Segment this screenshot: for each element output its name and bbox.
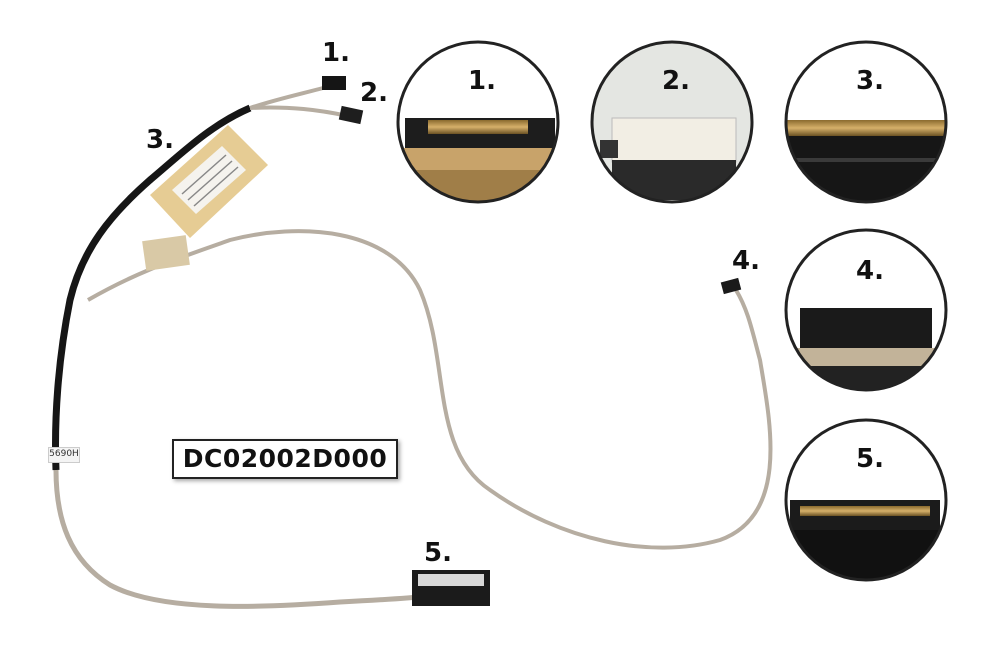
detail-callout-5: 5. bbox=[856, 444, 884, 474]
cable-sticker-code: 5690H bbox=[48, 447, 80, 463]
part-number-label: DC02002D000 bbox=[172, 439, 398, 479]
detail-callout-3: 3. bbox=[856, 66, 884, 96]
black-cable-sleeve bbox=[52, 104, 252, 471]
cable-label-sticker bbox=[150, 125, 268, 238]
connector-1 bbox=[322, 76, 346, 90]
connector-5 bbox=[412, 570, 490, 606]
detail-circle-4 bbox=[784, 228, 948, 392]
cable-callout-4: 4. bbox=[732, 246, 760, 276]
detail-circle-1 bbox=[396, 40, 560, 204]
detail-circle-5 bbox=[784, 418, 948, 582]
detail-callout-1: 1. bbox=[468, 66, 496, 96]
grey-branch-2 bbox=[249, 105, 349, 118]
connector-2 bbox=[338, 105, 364, 125]
cable-callout-3: 3. bbox=[146, 125, 174, 155]
connector-4 bbox=[720, 277, 742, 295]
cable-callout-1: 1. bbox=[322, 38, 350, 68]
cable-tape-tab bbox=[142, 235, 190, 271]
detail-circle-2 bbox=[590, 40, 754, 204]
grey-branch-1 bbox=[249, 84, 331, 110]
detail-callout-4: 4. bbox=[856, 256, 884, 286]
cable-callout-5: 5. bbox=[424, 538, 452, 568]
detail-circle-3 bbox=[784, 40, 948, 204]
cable-callout-2: 2. bbox=[360, 78, 388, 108]
detail-callout-2: 2. bbox=[662, 66, 690, 96]
cable-assembly bbox=[52, 76, 773, 609]
grey-cable-loop bbox=[87, 229, 773, 550]
grey-cable-trunk bbox=[53, 469, 431, 609]
